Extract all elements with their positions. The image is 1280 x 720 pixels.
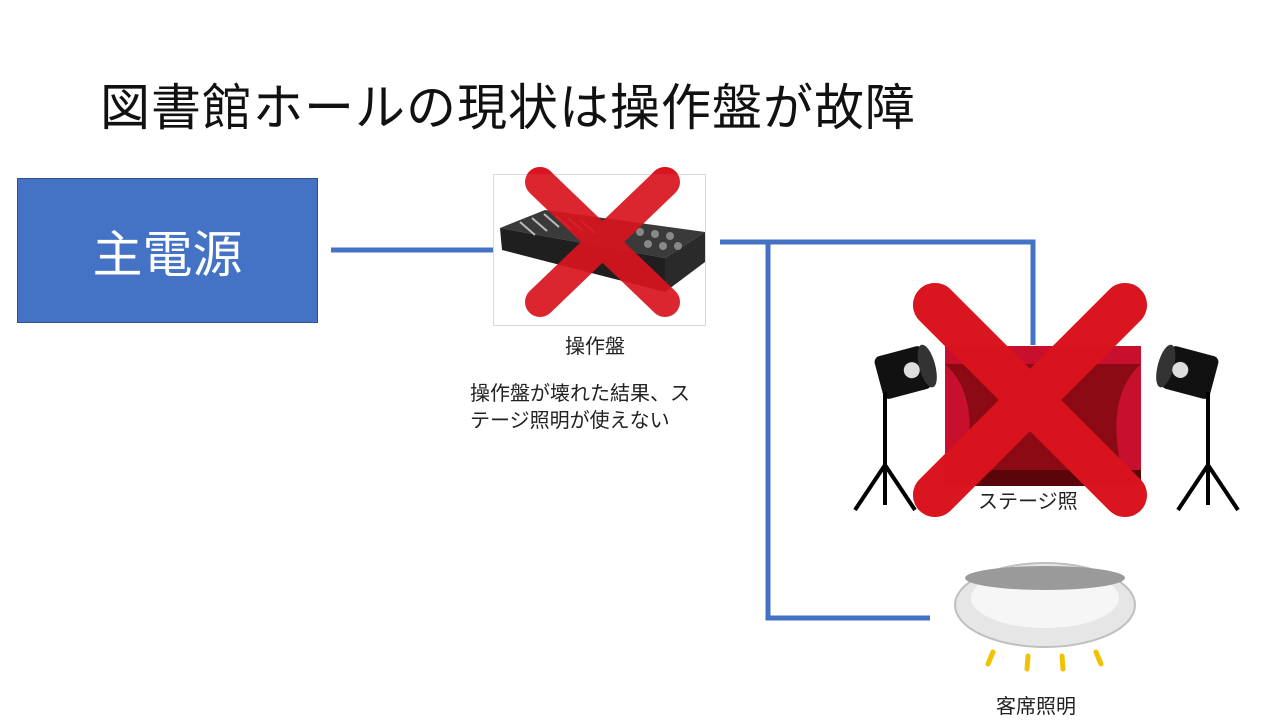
- ceiling-light-icon: [954, 562, 1136, 672]
- wire-console-to-stage: [720, 239, 1036, 345]
- cross-mark-icon: [525, 167, 680, 317]
- console-label: 操作盤: [565, 334, 625, 358]
- main-power-box: 主電源: [17, 178, 318, 323]
- spotlight-icon: [1156, 344, 1240, 512]
- slide-title: 図書館ホールの現状は操作盤が故障: [100, 79, 916, 137]
- failure-note-line1: 操作盤が壊れた結果、ス: [470, 381, 690, 405]
- spotlight-icon: [853, 344, 937, 512]
- wires: [331, 239, 1036, 621]
- wire-console-to-audience: [765, 242, 930, 621]
- audience-lighting-label: 客席照明: [996, 694, 1076, 718]
- failure-note-line2: テージ照明が使えない: [470, 408, 670, 432]
- cross-mark-icon: [913, 283, 1147, 517]
- stage-lighting-label: ステージ照: [978, 489, 1078, 513]
